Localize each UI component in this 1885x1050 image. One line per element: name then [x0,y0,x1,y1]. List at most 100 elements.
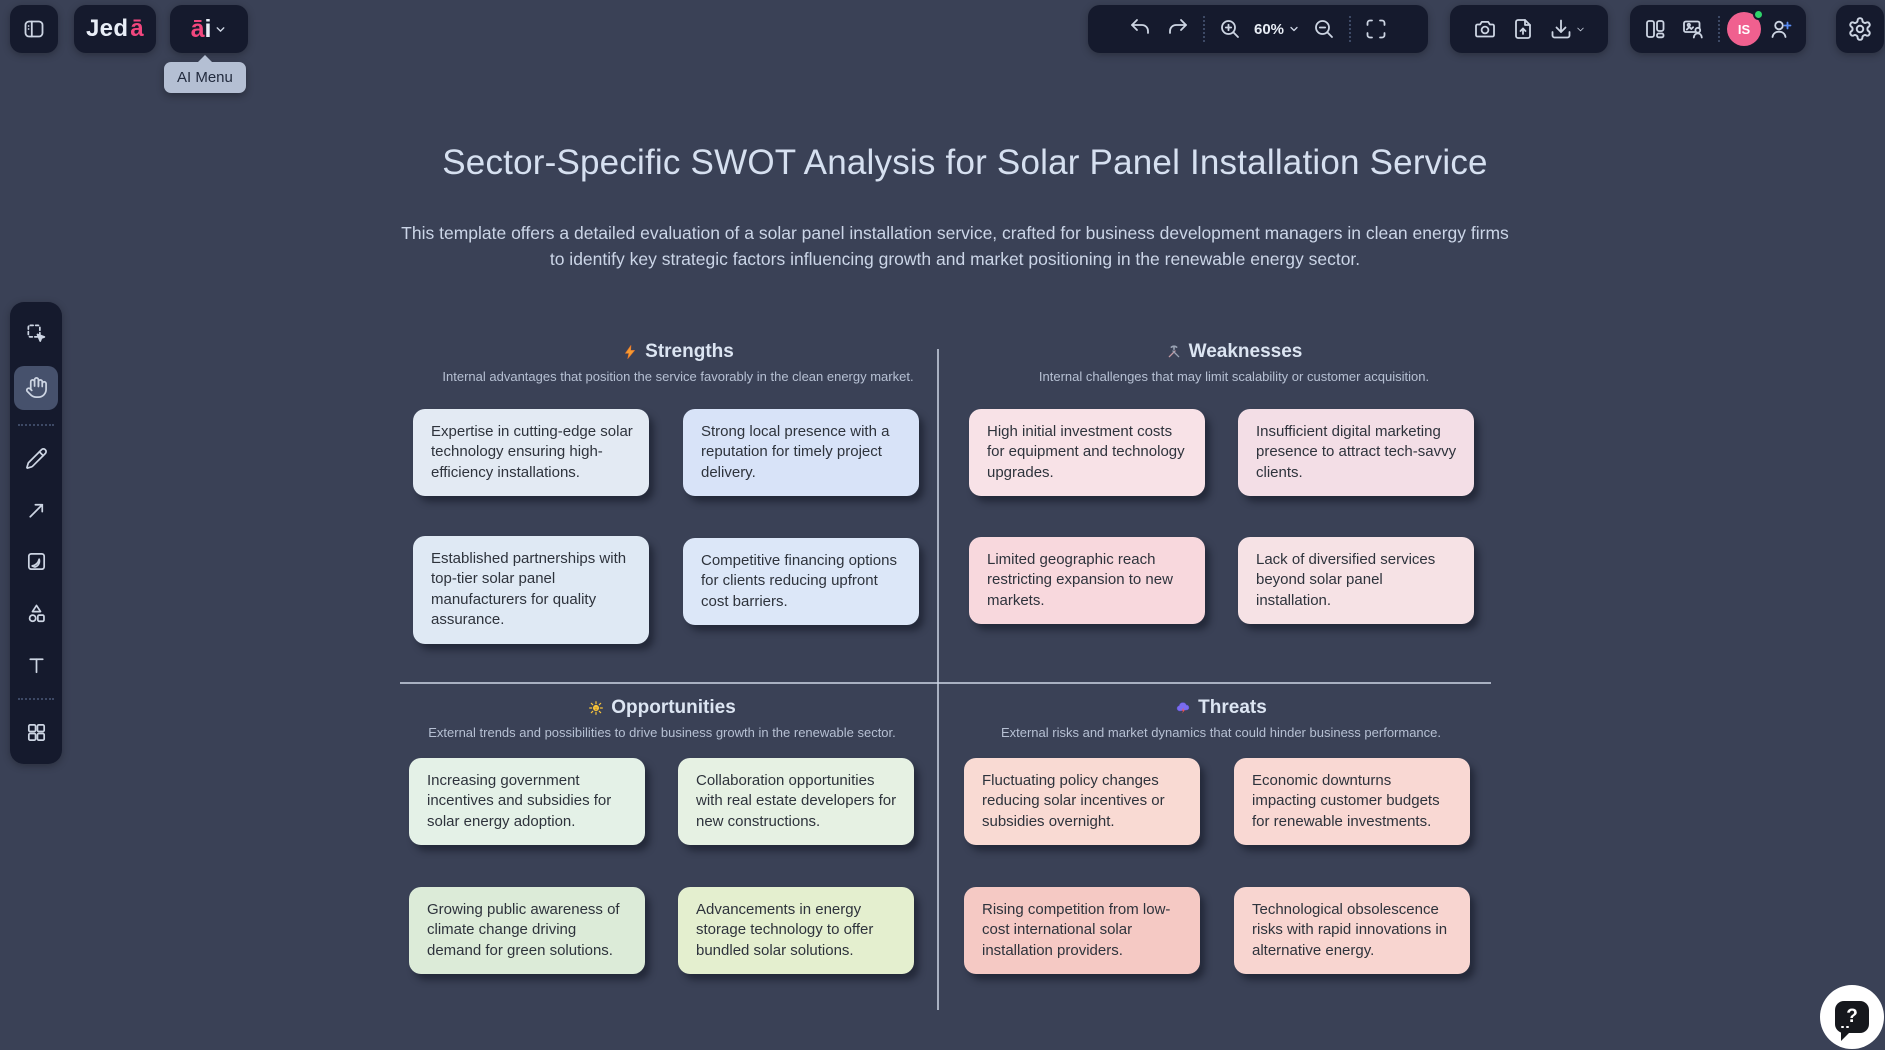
threat-card[interactable]: Economic downturns impacting customer bu… [1234,758,1470,846]
help-button[interactable]: ? [1820,985,1884,1049]
quadrant-vertical-divider [937,349,939,1010]
text-tool[interactable] [17,646,55,684]
toolbar-divider [1349,16,1352,42]
board-title[interactable]: Sector-Specific SWOT Analysis for Solar … [442,143,1488,182]
presentation-icon [1683,20,1703,39]
toolbar-divider [1718,16,1720,42]
strength-card[interactable]: Competitive financing options for client… [683,538,919,626]
split-view-button[interactable] [1637,9,1673,49]
hand-tool[interactable] [14,365,58,410]
weaknesses-subtitle[interactable]: Internal challenges that may limit scala… [1038,369,1430,384]
chevron-down-icon [1290,26,1298,32]
sidebar-panel-icon [24,20,44,38]
threat-card[interactable]: Technological obsolescence risks with ra… [1234,887,1470,975]
logo-text: Jed [86,15,129,42]
invite-user-button[interactable] [1763,9,1799,49]
board-description[interactable]: This template offers a detailed evaluati… [401,223,1509,269]
threats-header[interactable]: Threats [1001,697,1441,719]
weakness-card[interactable]: High initial investment costs for equipm… [969,409,1205,497]
opportunities-header[interactable]: Opportunities [442,697,882,719]
screenshot-button[interactable] [1467,9,1503,49]
opportunity-card[interactable]: Advancements in energy storage technolog… [678,887,914,975]
ai-menu-tooltip: AI Menu [164,55,246,93]
zoom-in-icon [1221,20,1239,38]
opportunity-card[interactable]: Increasing government incentives and sub… [409,758,645,846]
ai-menu-button[interactable]: āi [170,5,248,53]
image-tool[interactable] [17,543,55,581]
collaboration-toolbar: IS [1630,5,1806,53]
sun-icon [589,701,604,715]
threat-card[interactable]: Fluctuating policy changes reducing sola… [964,758,1200,846]
weaknesses-header[interactable]: Weaknesses [1014,341,1454,363]
toolbar-divider [18,423,54,426]
toolbar-divider [18,698,54,701]
arrow-tool[interactable] [17,491,55,529]
sidebar-toggle-button[interactable] [10,5,58,53]
quadrant-horizontal-divider [400,682,1491,684]
opportunities-subtitle[interactable]: External trends and possibilities to dri… [428,725,896,740]
select-marquee-icon [26,323,45,342]
redo-icon [1169,19,1187,34]
image-frame-icon [27,553,45,571]
undo-icon [1131,19,1149,34]
split-view-icon [1646,20,1665,39]
file-upload-icon [1515,19,1531,39]
weaknesses-label: Weaknesses [1188,341,1303,362]
capture-export-toolbar [1450,5,1608,53]
download-menu-button[interactable] [1543,9,1591,49]
zoom-in-button[interactable] [1212,9,1248,49]
drawing-toolbar [10,302,62,764]
pencil-icon [25,447,47,469]
weakness-card[interactable]: Insufficient digital marketing presence … [1238,409,1474,497]
redo-button[interactable] [1160,9,1196,49]
threat-card[interactable]: Rising competition from low-cost interna… [964,887,1200,975]
hand-icon [25,377,47,399]
online-presence-dot [1753,9,1764,20]
user-plus-icon [1771,20,1792,38]
fullscreen-icon [1366,19,1386,39]
strength-card[interactable]: Strong local presence with a reputation … [683,409,919,497]
templates-tool[interactable] [17,714,55,752]
shapes-tool[interactable] [17,595,55,633]
fullscreen-button[interactable] [1358,9,1394,49]
toolbar-divider [1202,16,1205,42]
avatar-initials: IS [1737,21,1751,37]
hammer-pick-icon [1168,345,1179,358]
text-icon [28,658,44,673]
strength-card[interactable]: Established partnerships with top-tier s… [413,536,649,644]
help-question-mark: ? [1846,1006,1858,1027]
ai-accent: ā [190,14,205,43]
history-zoom-toolbar: 60% [1088,5,1428,53]
camera-icon [1475,21,1495,38]
zoom-out-icon [1315,20,1333,38]
opportunity-card[interactable]: Collaboration opportunities with real es… [678,758,914,846]
zoom-level-dropdown[interactable]: 60% [1250,21,1304,38]
strengths-subtitle[interactable]: Internal advantages that position the se… [442,369,914,384]
strengths-header[interactable]: Strengths [458,341,898,363]
user-avatar[interactable]: IS [1727,9,1764,46]
opportunity-card[interactable]: Growing public awareness of climate chan… [409,887,645,975]
ai-rest: i [204,14,212,43]
lightning-icon [625,345,636,359]
arrow-icon [28,503,43,518]
threats-subtitle[interactable]: External risks and market dynamics that … [1000,725,1442,740]
chevron-down-icon [1576,27,1584,31]
settings-button[interactable] [1836,5,1884,53]
zoom-out-button[interactable] [1306,9,1342,49]
upload-button[interactable] [1505,9,1541,49]
strength-card[interactable]: Expertise in cutting-edge solar technolo… [413,409,649,497]
threats-label: Threats [1198,697,1267,718]
select-tool[interactable] [17,314,55,352]
pen-tool[interactable] [17,439,55,477]
help-dots [1841,1025,1849,1028]
undo-button[interactable] [1122,9,1158,49]
weakness-card[interactable]: Limited geographic reach restricting exp… [969,537,1205,625]
present-button[interactable] [1675,9,1711,49]
weakness-card[interactable]: Lack of diversified services beyond sola… [1238,537,1474,625]
zoom-level-value: 60% [1253,20,1285,38]
help-bubble-icon: ? [1835,1001,1869,1041]
logo-accent: ā [130,15,144,42]
opportunities-label: Opportunities [611,697,736,718]
